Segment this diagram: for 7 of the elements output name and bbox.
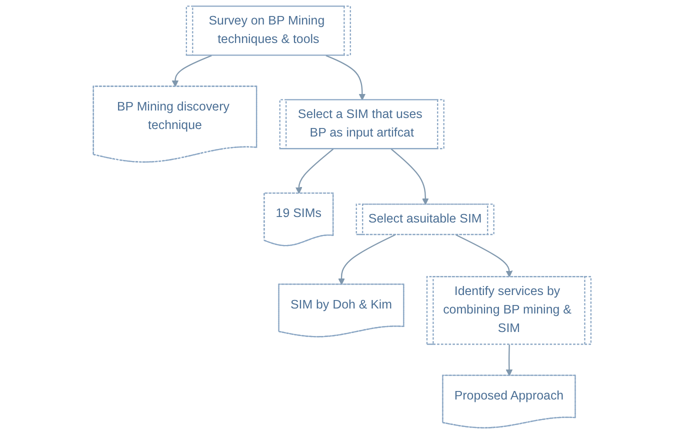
arrow [295, 148, 334, 194]
arrow [506, 344, 512, 376]
arrow [338, 234, 396, 285]
arrow [326, 55, 366, 100]
arrow [172, 55, 212, 87]
arrow [456, 234, 512, 278]
arrow [390, 148, 429, 205]
